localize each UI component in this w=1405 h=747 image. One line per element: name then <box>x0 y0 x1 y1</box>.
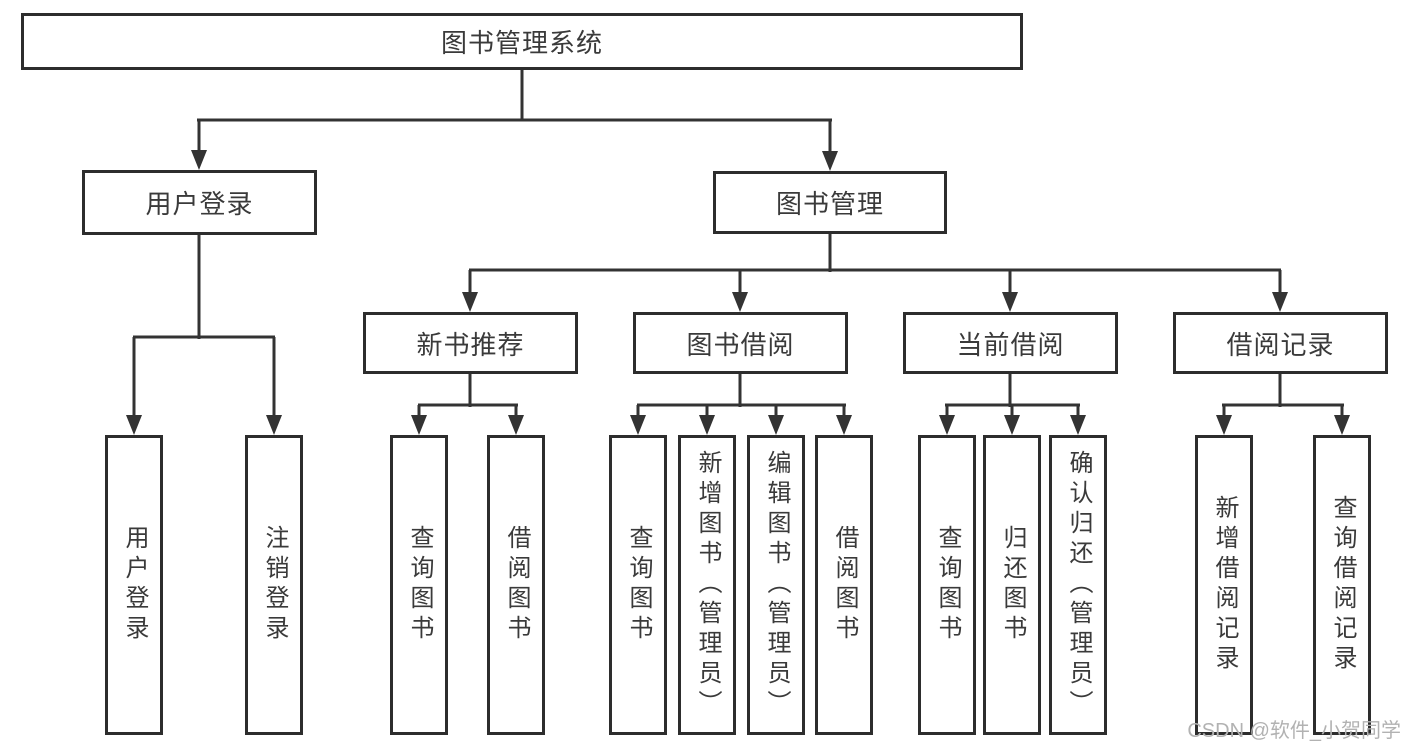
node-user-login: 用户登录 <box>82 170 317 235</box>
leaf-query-books-borrow: 查询图书 <box>609 435 667 735</box>
node-book-management: 图书管理 <box>713 171 947 234</box>
leaf-borrow-books: 借阅图书 <box>815 435 873 735</box>
node-current-borrow: 当前借阅 <box>903 312 1118 374</box>
leaf-add-borrow-record: 新增借阅记录 <box>1195 435 1253 735</box>
leaf-borrow-books-recommend: 借阅图书 <box>487 435 545 735</box>
leaf-user-login: 用户登录 <box>105 435 163 735</box>
leaf-return-books: 归还图书 <box>983 435 1041 735</box>
node-book-borrow: 图书借阅 <box>633 312 848 374</box>
leaf-add-books-admin: 新增图书（管理员） <box>678 435 736 735</box>
leaf-logout: 注销登录 <box>245 435 303 735</box>
leaf-query-books-recommend: 查询图书 <box>390 435 448 735</box>
csdn-watermark: CSDN @软件_小贺同学 <box>1187 720 1401 742</box>
node-new-book-recommend: 新书推荐 <box>363 312 578 374</box>
node-library-management-system: 图书管理系统 <box>21 13 1023 70</box>
leaf-confirm-return-admin: 确认归还（管理员） <box>1049 435 1107 735</box>
node-borrow-records: 借阅记录 <box>1173 312 1388 374</box>
leaf-query-borrow-record: 查询借阅记录 <box>1313 435 1371 735</box>
leaf-edit-books-admin: 编辑图书（管理员） <box>747 435 805 735</box>
leaf-query-books-current: 查询图书 <box>918 435 976 735</box>
